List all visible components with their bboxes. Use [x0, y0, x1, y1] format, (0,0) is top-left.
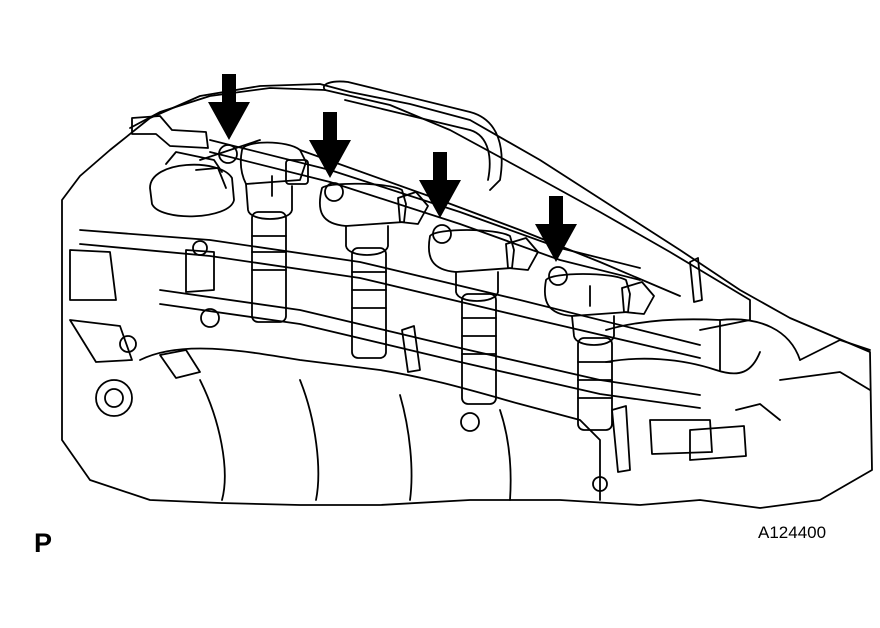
arrow-cylinder-1 — [208, 74, 250, 140]
arrow-cylinder-2 — [309, 112, 351, 178]
coolant-hose — [605, 318, 801, 361]
ignition-coil-3 — [428, 224, 539, 405]
ignition-coil-1 — [218, 141, 309, 323]
intake-manifold — [139, 347, 601, 501]
oil-filler-cap — [149, 163, 235, 218]
arrow-cylinder-3 — [419, 152, 461, 218]
ignition-coil-4 — [544, 266, 655, 431]
wire-harness — [79, 229, 701, 346]
view-letter-label: P — [34, 528, 53, 558]
ignition-coil-2 — [318, 182, 429, 359]
arrow-cylinder-4 — [535, 196, 577, 262]
head-cover — [129, 87, 751, 331]
figure-id-label: A124400 — [758, 523, 827, 542]
engine-outline — [61, 83, 873, 509]
